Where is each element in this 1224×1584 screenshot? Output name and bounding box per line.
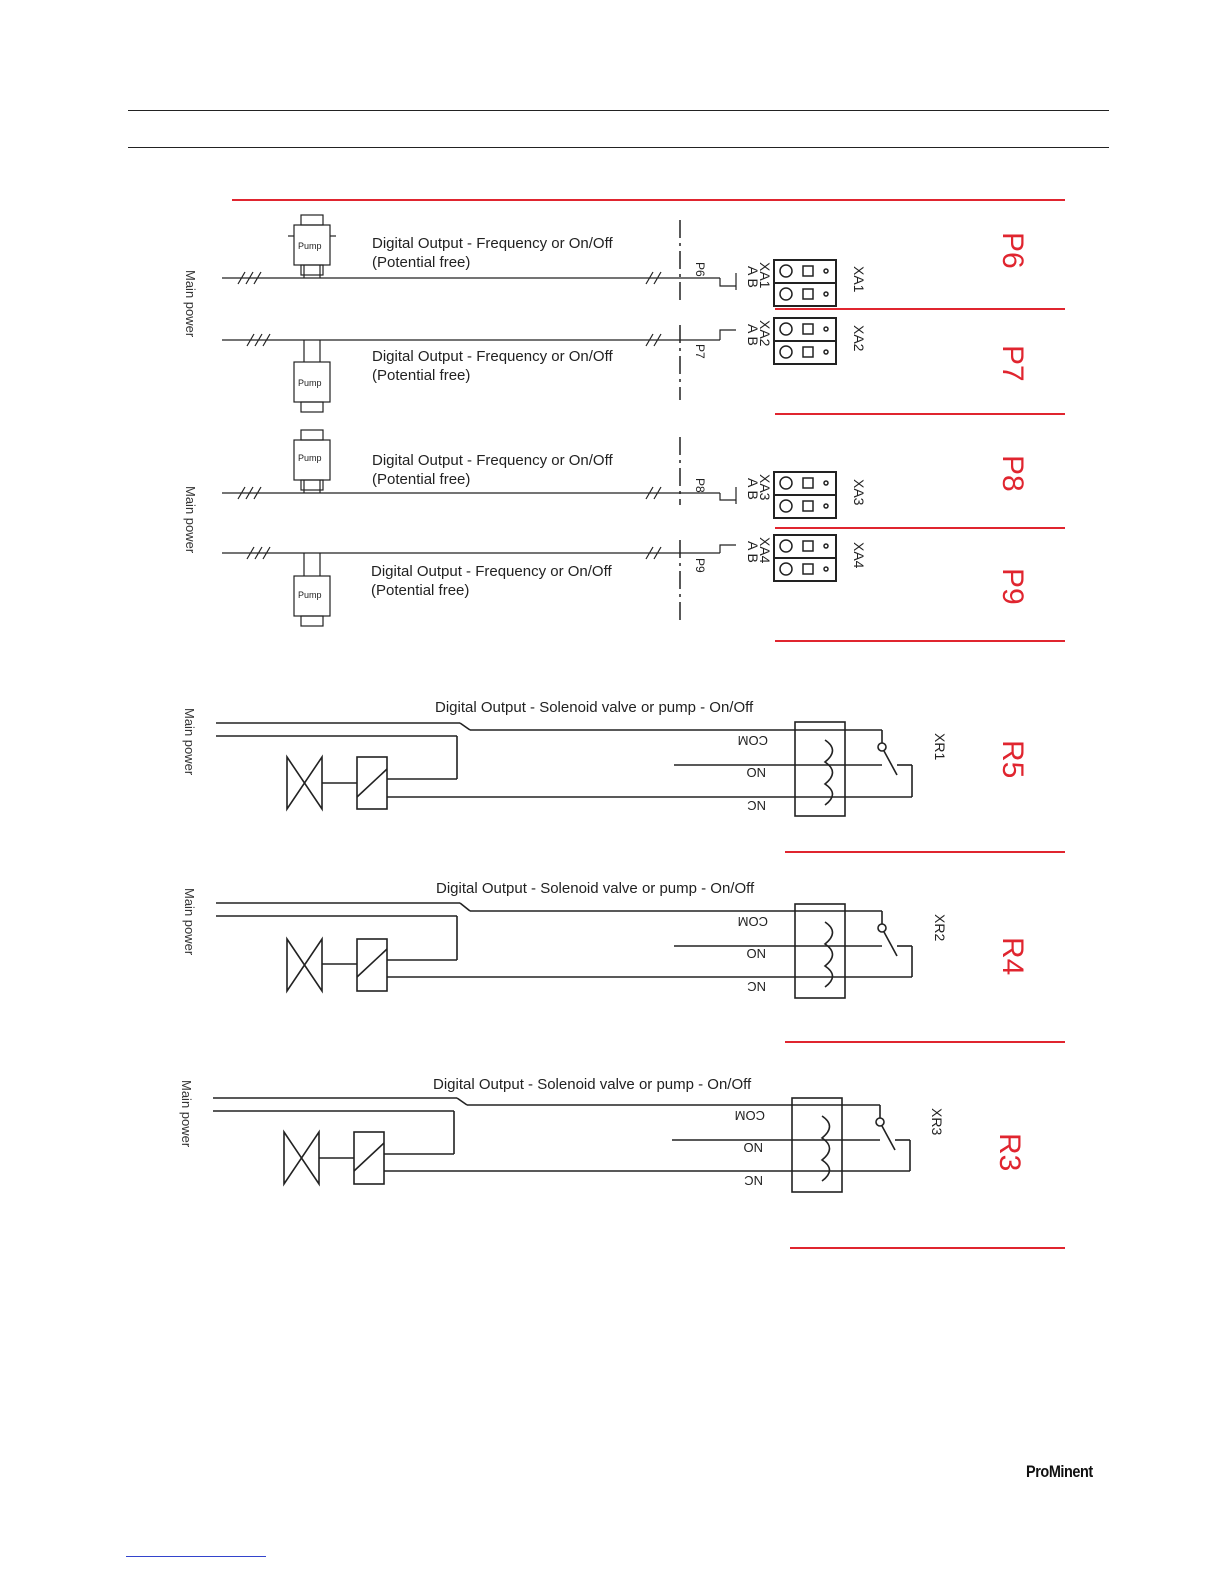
output-qualifier: (Potential free) bbox=[371, 582, 469, 599]
connector-label-xa2: XA2 bbox=[757, 320, 773, 347]
connector-label-xa2: XA2 bbox=[851, 325, 867, 352]
wire-label-p9: P9 bbox=[693, 558, 707, 573]
terminal-label-com: COM bbox=[735, 1108, 765, 1123]
terminal-label-com: COM bbox=[738, 914, 768, 929]
section-label-r4: R4 bbox=[996, 937, 1029, 975]
connector-label-xa1: XA1 bbox=[851, 266, 867, 293]
section-label-p7: P7 bbox=[996, 345, 1029, 382]
prominent-logo: ProMinent bbox=[1026, 1462, 1093, 1481]
wire-label-p7: P7 bbox=[693, 344, 707, 359]
header-rule-top bbox=[128, 110, 1109, 111]
connector-label-xa3: XA3 bbox=[851, 479, 867, 506]
pin-label-ab: A B bbox=[745, 478, 761, 500]
section-label-p9: P9 bbox=[996, 568, 1029, 605]
terminal-label-nc: NC bbox=[747, 798, 766, 813]
pin-label-ab: A B bbox=[745, 324, 761, 346]
output-description: Digital Output - Frequency or On/Off bbox=[372, 348, 613, 365]
pump-label: Pump bbox=[298, 241, 322, 251]
main-power-label: Main power bbox=[182, 888, 197, 956]
section-label-r3: R3 bbox=[993, 1133, 1026, 1171]
terminal-label-nc: NC bbox=[744, 1173, 763, 1188]
pump-label: Pump bbox=[298, 378, 322, 388]
connector-label-xa4: XA4 bbox=[757, 537, 773, 564]
output-description: Digital Output - Frequency or On/Off bbox=[371, 563, 612, 580]
output-qualifier: (Potential free) bbox=[372, 254, 470, 271]
output-description: Digital Output - Solenoid valve or pump … bbox=[433, 1076, 752, 1093]
main-power-label: Main power bbox=[183, 486, 198, 554]
connector-label-xa3: XA3 bbox=[757, 474, 773, 501]
section-label-r5: R5 bbox=[996, 740, 1029, 778]
header-rule-bottom bbox=[128, 147, 1109, 148]
output-qualifier: (Potential free) bbox=[372, 471, 470, 488]
footer-link-underline bbox=[126, 1556, 266, 1557]
wire-label-p8: P8 bbox=[693, 478, 707, 493]
output-qualifier: (Potential free) bbox=[372, 367, 470, 384]
main-power-label: Main power bbox=[183, 270, 198, 338]
main-power-label: Main power bbox=[179, 1080, 194, 1148]
terminal-label-nc: NC bbox=[747, 979, 766, 994]
connector-label-xr1: XR1 bbox=[932, 733, 948, 760]
connector-label-xa1: XA1 bbox=[757, 262, 773, 289]
output-description: Digital Output - Frequency or On/Off bbox=[372, 452, 613, 469]
pin-label-ab: A B bbox=[745, 541, 761, 563]
pin-label-ab: A B bbox=[745, 266, 761, 288]
main-power-label: Main power bbox=[182, 708, 197, 776]
output-description: Digital Output - Solenoid valve or pump … bbox=[435, 699, 754, 716]
output-description: Digital Output - Solenoid valve or pump … bbox=[436, 880, 755, 897]
terminal-label-com: COM bbox=[738, 733, 768, 748]
section-label-p6: P6 bbox=[996, 232, 1029, 269]
pump-label: Pump bbox=[298, 590, 322, 600]
connector-label-xa4: XA4 bbox=[851, 542, 867, 569]
output-description: Digital Output - Frequency or On/Off bbox=[372, 235, 613, 252]
terminal-label-no: NO bbox=[747, 946, 767, 961]
wire-label-p6: P6 bbox=[693, 262, 707, 277]
pump-label: Pump bbox=[298, 453, 322, 463]
connector-label-xr2: XR2 bbox=[932, 914, 948, 941]
connector-label-xr3: XR3 bbox=[929, 1108, 945, 1135]
section-label-p8: P8 bbox=[996, 455, 1029, 492]
terminal-label-no: NO bbox=[747, 765, 767, 780]
terminal-label-no: NO bbox=[744, 1140, 764, 1155]
